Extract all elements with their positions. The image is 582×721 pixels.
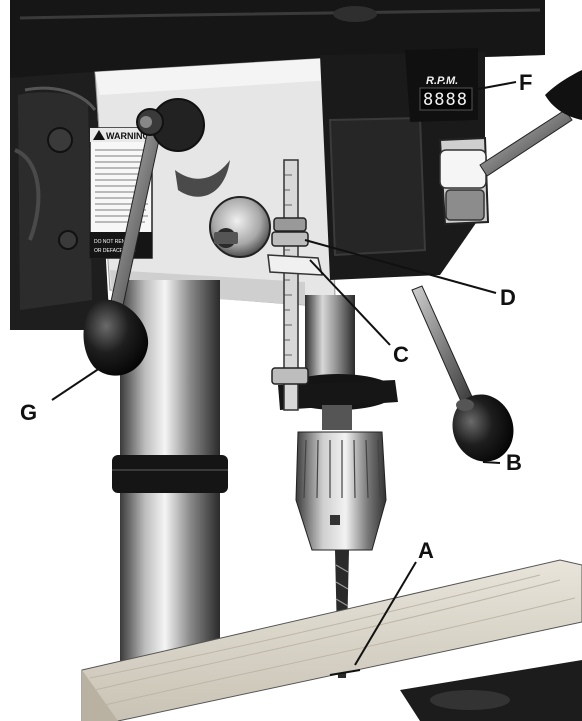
callout-a: A [418, 538, 434, 563]
spindle [278, 295, 398, 430]
callout-g: G [20, 400, 37, 425]
depth-stop[interactable] [209, 159, 323, 411]
depth-dial-knob[interactable] [209, 196, 271, 258]
rpm-label: R.P.M. [426, 75, 458, 87]
column-collar [112, 455, 228, 493]
feed-handle-b[interactable] [411, 285, 523, 470]
feed-handle-upper[interactable] [479, 70, 582, 177]
sticker-footer-line2: OR DEFACE THIS [94, 248, 136, 254]
scale-bracket-c [267, 254, 323, 276]
lower-stop-nut[interactable] [271, 367, 309, 385]
warning-triangle-icon [93, 130, 105, 140]
callout-f: F [519, 70, 532, 95]
power-switch-icon[interactable] [439, 149, 487, 189]
sticker-footer-line1: DO NOT REMOVE [94, 239, 137, 245]
motor-housing [10, 70, 110, 330]
rpm-display: R.P.M. 8888 [419, 75, 473, 111]
sticker-heading: WARNING [106, 131, 150, 141]
power-switch[interactable] [438, 136, 490, 226]
rpm-digits: 8888 [423, 90, 468, 110]
depth-mark-line [329, 669, 361, 676]
lock-nut-d[interactable] [271, 231, 309, 247]
chuck [295, 431, 387, 551]
lever-knob-g[interactable] [83, 299, 149, 376]
lock-nut-d-upper[interactable] [273, 217, 307, 232]
callout-b: B [506, 450, 522, 475]
callout-c: C [393, 342, 409, 367]
wood-workpiece [81, 559, 582, 721]
handle-knob-b[interactable] [443, 386, 523, 470]
lock-lever-g[interactable] [83, 98, 205, 376]
callout-d: D [500, 285, 516, 310]
callout-leaders [51, 81, 517, 666]
